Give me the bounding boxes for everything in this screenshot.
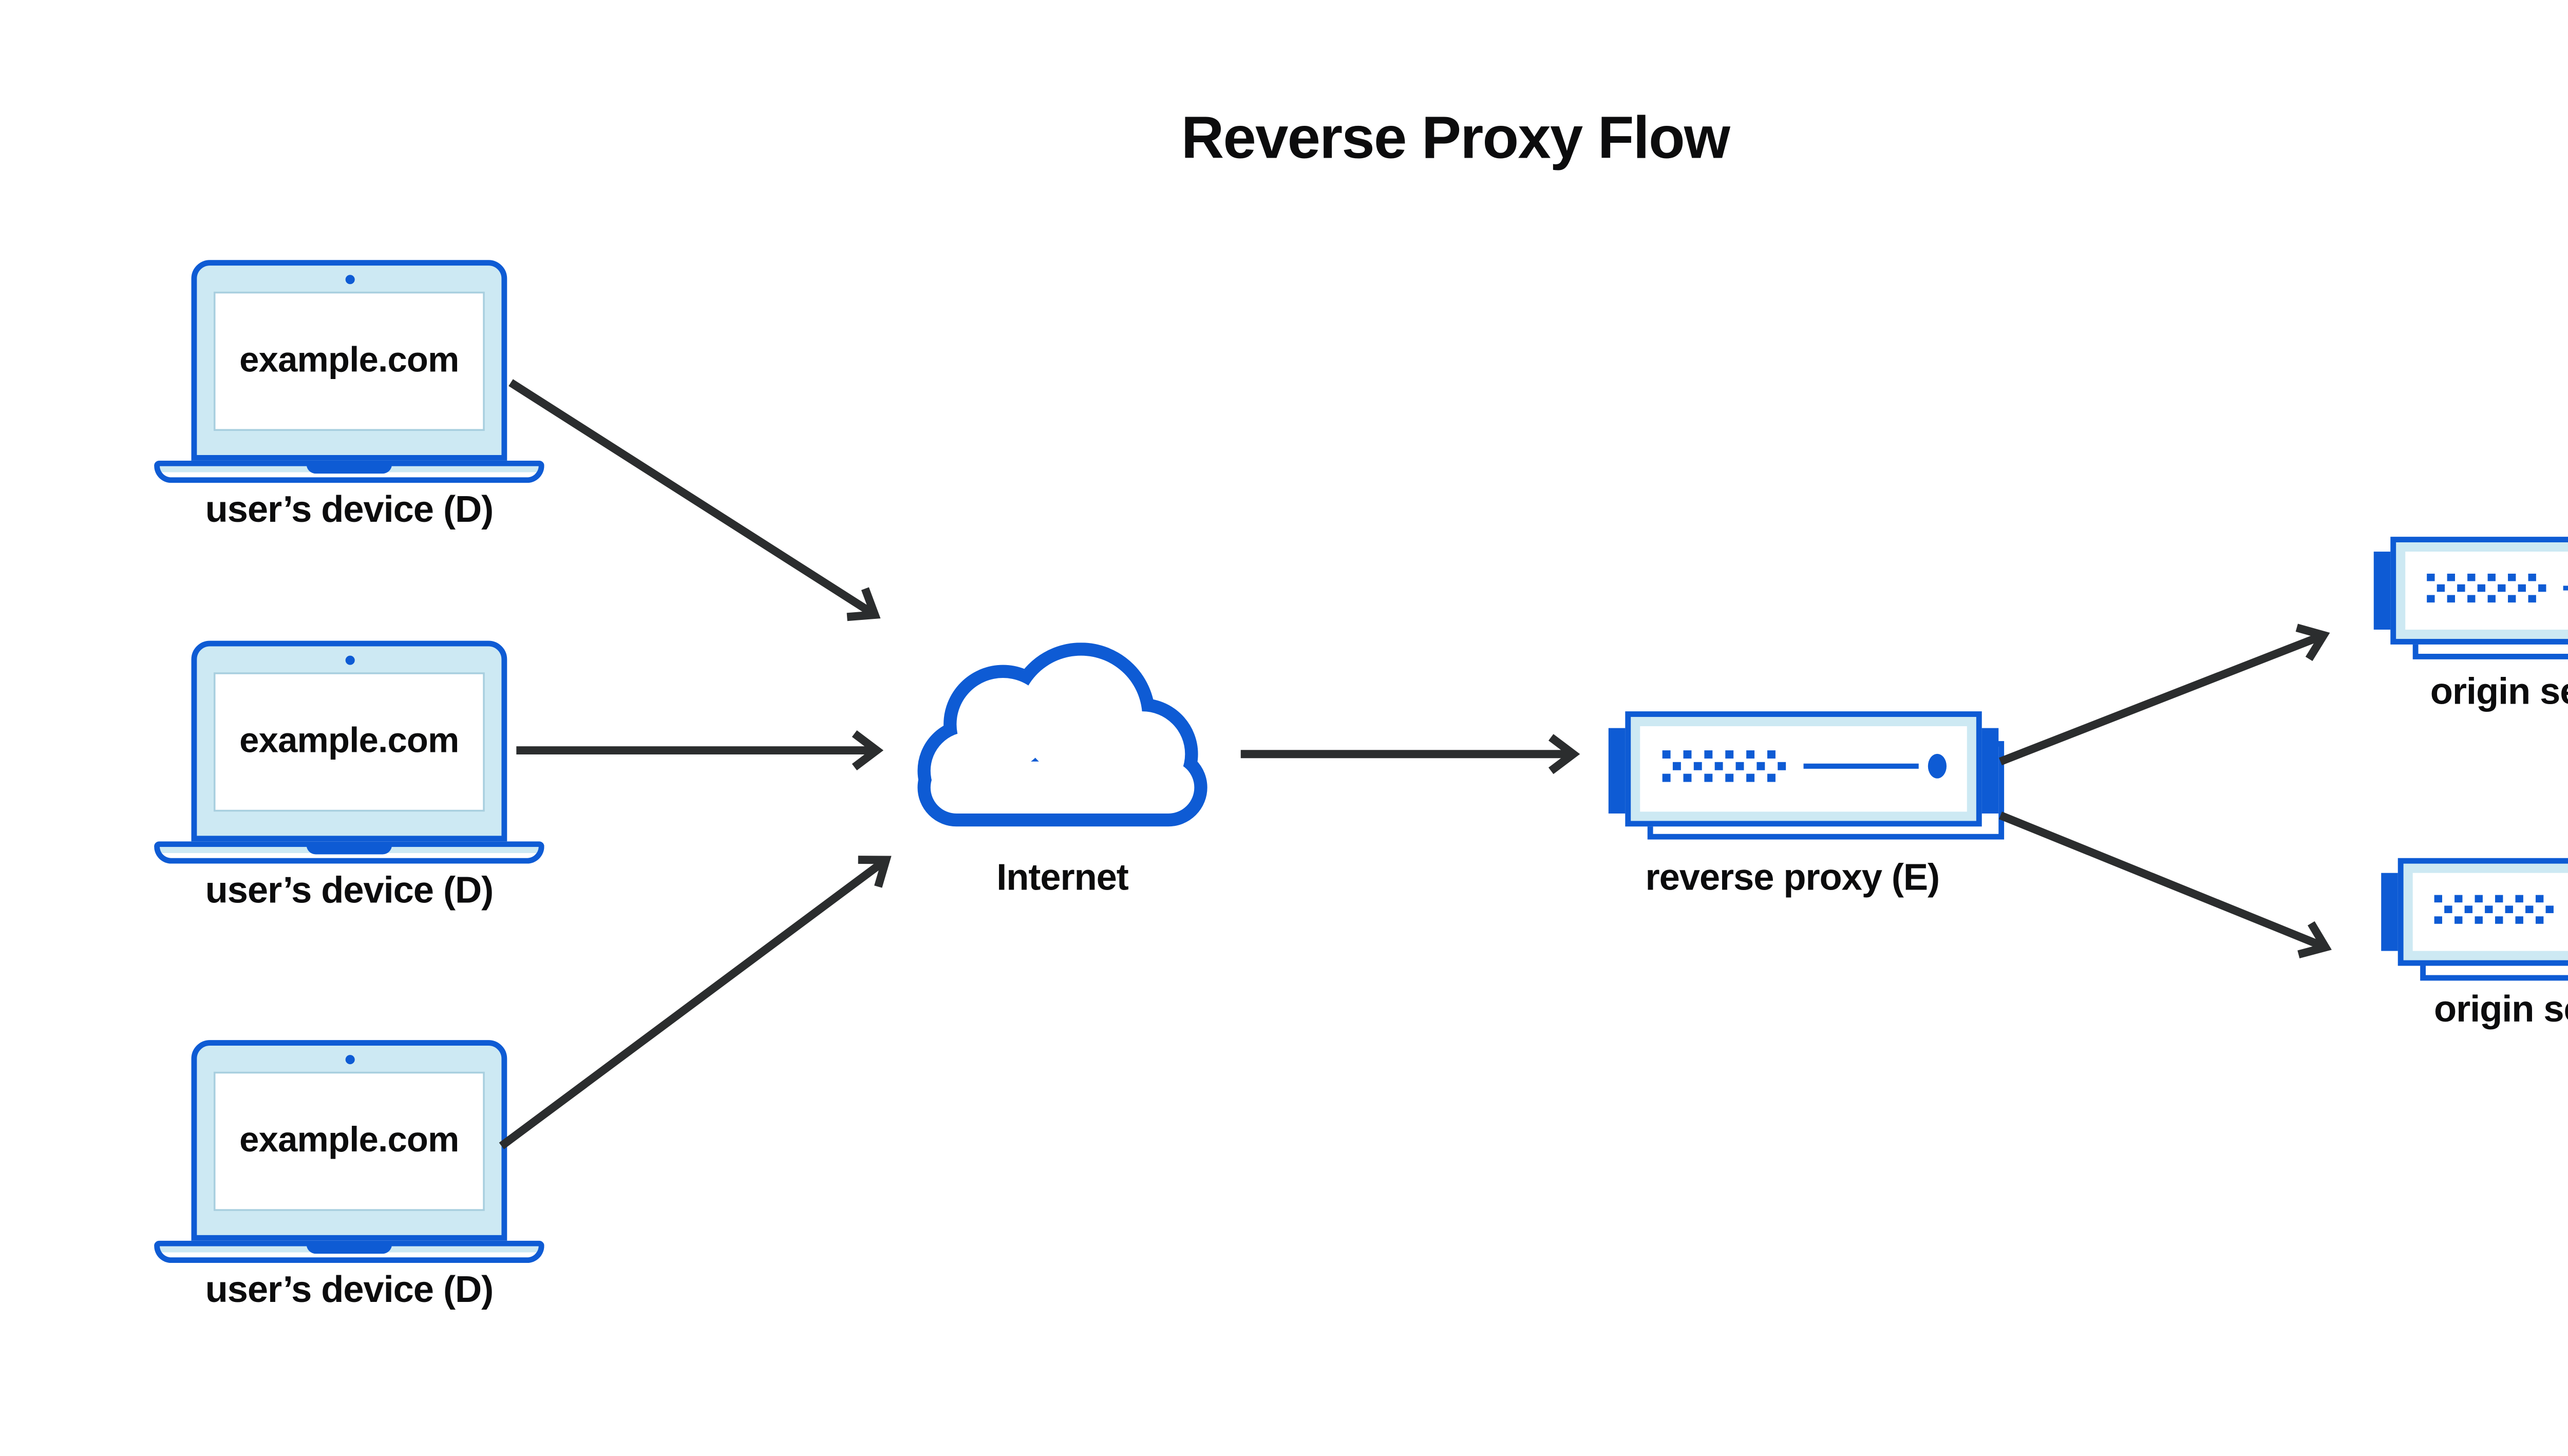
laptop-base — [154, 841, 544, 864]
base-notch — [306, 845, 392, 855]
laptop-lid: example.com — [191, 1040, 507, 1241]
laptop-lid: example.com — [191, 260, 507, 461]
server-box — [1625, 711, 1982, 827]
laptop-base — [154, 460, 544, 483]
camera-dot-icon — [344, 1055, 354, 1065]
server-face-svg — [2427, 573, 2568, 603]
cloud-icon — [914, 642, 1211, 828]
flow-arrow — [508, 379, 881, 621]
flow-arrow — [1998, 623, 2330, 766]
server-panel — [1640, 726, 1967, 812]
server-panel — [2412, 873, 2568, 951]
screen-url-text: example.com — [239, 341, 459, 380]
server-face-svg — [2434, 895, 2554, 924]
device-label: user’s device (D) — [205, 1270, 494, 1312]
screen-url-text: example.com — [239, 721, 459, 761]
origin-server-1-icon — [2373, 537, 2568, 663]
laptop-lid: example.com — [191, 640, 507, 842]
server-box — [2390, 537, 2568, 645]
flow-arrow — [1998, 811, 2332, 959]
diagram-title: Reverse Proxy Flow — [1181, 104, 1730, 171]
device-label: user’s device (D) — [205, 490, 494, 532]
cloud-svg — [917, 642, 1207, 827]
server-panel — [2405, 552, 2568, 630]
origin-server-2-label: origin server (F) — [2434, 990, 2568, 1031]
laptop-base — [154, 1240, 544, 1263]
base-notch — [306, 1244, 392, 1254]
server-box — [2397, 858, 2568, 966]
reverse-proxy-label: reverse proxy (E) — [1645, 858, 1940, 899]
origin-server-2-icon — [2381, 858, 2568, 985]
screen-url-text: example.com — [239, 1121, 459, 1160]
flow-arrow — [516, 730, 884, 771]
flow-arrow — [1240, 734, 1580, 774]
origin-server-1-label: origin server (F) — [2430, 672, 2568, 713]
reverse-proxy-icon — [1608, 711, 2005, 845]
internet-label: Internet — [996, 858, 1129, 899]
base-notch — [306, 464, 392, 474]
camera-dot-icon — [344, 275, 354, 285]
camera-dot-icon — [344, 655, 354, 665]
laptop-screen: example.com — [213, 1071, 485, 1211]
laptop-screen: example.com — [213, 291, 485, 431]
server-face-svg — [1662, 750, 1947, 782]
laptop-screen: example.com — [213, 672, 485, 812]
device-label: user’s device (D) — [205, 871, 494, 912]
flow-arrow — [499, 856, 892, 1149]
